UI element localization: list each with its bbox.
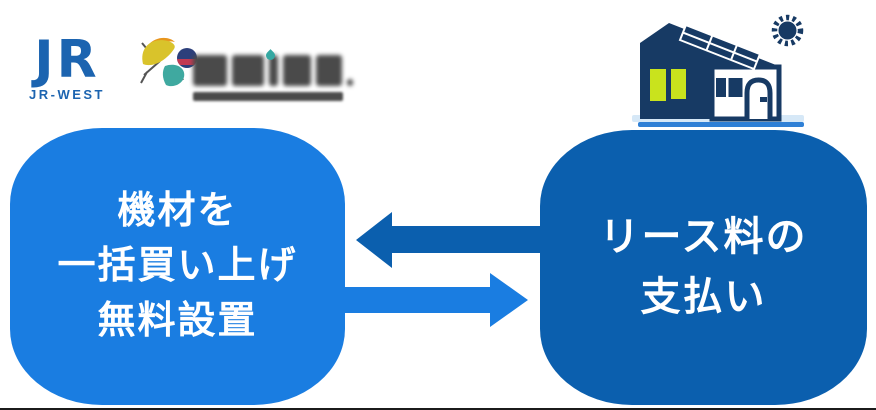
left-bubble-text: 機材を 一括買い上げ 無料設置 xyxy=(57,184,297,349)
facade-window-pane-large xyxy=(728,78,743,97)
left-bubble-line-2: 一括買い上げ xyxy=(57,244,298,287)
right-bubble-lease-payment: リース料の 支払い xyxy=(540,130,867,405)
solar-panel xyxy=(678,23,762,71)
bottom-divider xyxy=(0,408,876,410)
jr-logo-mark: JR xyxy=(34,30,100,90)
right-bubble-line-1: リース料の xyxy=(599,215,808,260)
left-bubble-equipment: 機材を 一括買い上げ 無料設置 xyxy=(10,128,345,405)
partner-logo-wordmark xyxy=(193,49,353,101)
left-bubble-line-3: 無料設置 xyxy=(97,300,258,343)
house-window-right xyxy=(671,69,686,99)
exchange-arrows xyxy=(338,212,553,327)
ground-strip-blue xyxy=(638,122,804,127)
right-bubble-line-2: 支払い xyxy=(640,274,767,319)
sun-icon xyxy=(771,14,804,47)
house-with-solar-panel-icon xyxy=(632,14,804,127)
house-window-left xyxy=(650,69,666,101)
arrow-right-icon xyxy=(338,273,528,327)
wordmark-line-2 xyxy=(193,92,343,101)
jr-west-logo: JR JR-WEST xyxy=(14,34,120,102)
left-bubble-line-1: 機材を xyxy=(117,189,238,232)
jr-west-label: JR-WEST xyxy=(29,87,105,102)
right-bubble-text: リース料の 支払い xyxy=(600,208,808,326)
house-door xyxy=(744,77,773,119)
bird-leaf-logo-icon xyxy=(140,37,197,87)
door-handle xyxy=(760,97,767,102)
facade-window-pane-small xyxy=(716,78,726,97)
arrow-left-icon xyxy=(356,212,553,268)
wordmark-line-1 xyxy=(193,55,353,86)
